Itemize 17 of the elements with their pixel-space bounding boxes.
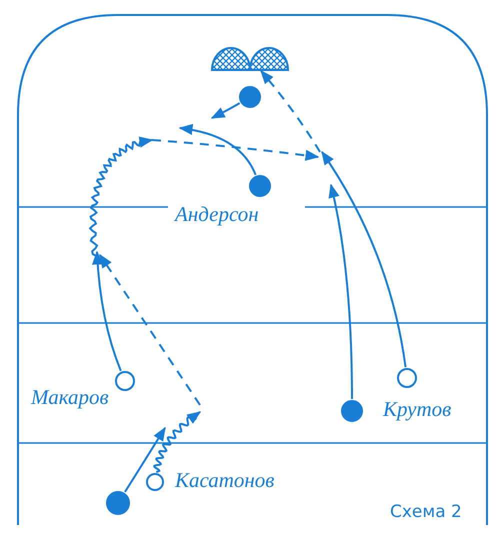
pass-arrow: [260, 70, 321, 153]
player-marker: [397, 368, 417, 388]
skating-arrow: [124, 426, 166, 493]
puck-carry-arrow: [153, 411, 202, 474]
skating-arrow: [328, 184, 353, 399]
player-marker: [146, 473, 164, 491]
opponent-player-marker: [249, 175, 271, 197]
opponent-player-marker: [239, 86, 261, 108]
opponent-player-marker: [106, 491, 130, 515]
caption: Схема 2: [390, 502, 462, 522]
player-marker: [115, 371, 135, 391]
skating-arrow: [210, 102, 240, 119]
opponent-player-marker: [341, 400, 363, 422]
skating-arrow: [178, 124, 257, 176]
skating-arrow: [321, 150, 407, 368]
goal-net-drawing: [210, 45, 290, 71]
skating-arrow: [92, 250, 122, 372]
